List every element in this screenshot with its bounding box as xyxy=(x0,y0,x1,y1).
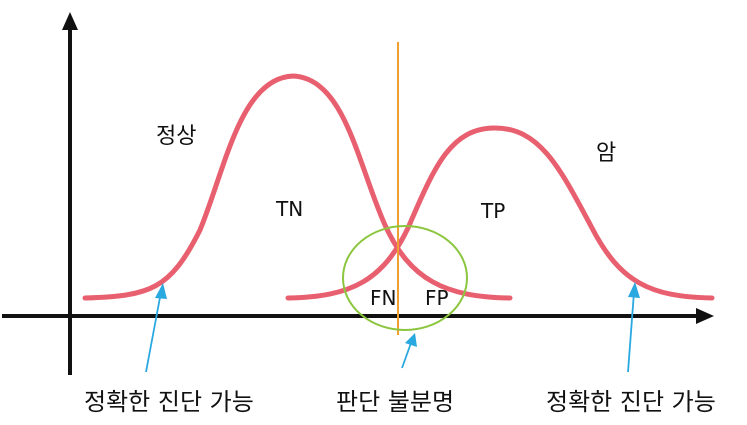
pointer-middle xyxy=(401,342,412,369)
normal-distribution-curve xyxy=(82,73,513,301)
label-tn: TN xyxy=(275,197,303,221)
pointer-middle-arrow-icon xyxy=(405,333,417,347)
label-tp: TP xyxy=(480,199,505,223)
label-cancer: 암 xyxy=(596,141,616,166)
label-normal: 정상 xyxy=(156,124,196,149)
label-fp: FP xyxy=(425,286,449,310)
y-axis-arrow-icon xyxy=(62,12,78,30)
label-ambiguous: 판단 불분명 xyxy=(336,388,454,416)
label-accurate-left: 정확한 진단 가능 xyxy=(84,388,254,416)
pointer-left xyxy=(145,291,162,373)
cancer-distribution-curve xyxy=(285,125,715,301)
label-fn: FN xyxy=(370,286,396,310)
pointer-right xyxy=(627,291,635,373)
overlap-region-circle xyxy=(342,225,468,331)
label-accurate-right: 정확한 진단 가능 xyxy=(546,388,716,416)
x-axis-arrow-icon xyxy=(696,308,714,324)
pointer-left-arrow-icon xyxy=(155,283,167,299)
pointer-right-arrow-icon xyxy=(628,282,640,298)
